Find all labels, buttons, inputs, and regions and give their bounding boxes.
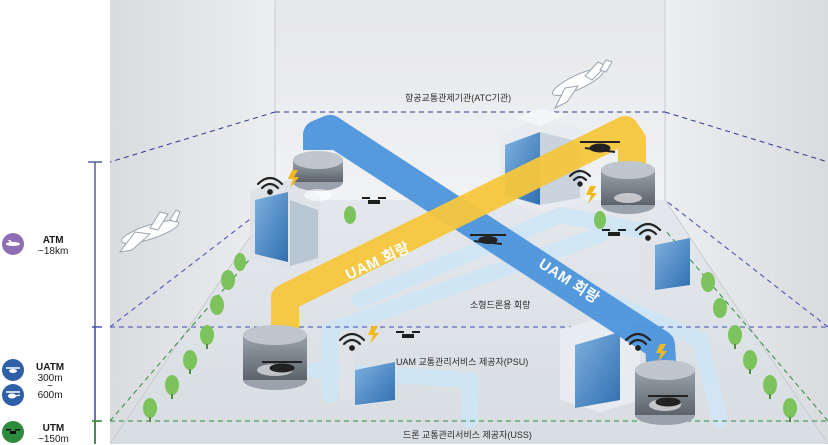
wifi-icon — [634, 222, 662, 241]
uatm-legend: UATM 300m ~ 600m — [36, 362, 64, 401]
tree — [183, 350, 197, 370]
vertiport — [243, 325, 307, 390]
tree — [743, 350, 757, 370]
drone-icon — [362, 197, 626, 338]
tree — [143, 398, 157, 418]
vertiport — [293, 151, 343, 201]
uatm-legend-icon — [2, 359, 24, 381]
evtol-icon — [6, 367, 20, 373]
vertiport — [601, 161, 655, 214]
tree — [200, 325, 214, 345]
uss-label: 드론 교통관리서비스 제공자(USS) — [403, 430, 532, 440]
utm-legend: UTM ~150m — [38, 423, 69, 445]
tree — [701, 272, 715, 292]
left-wall — [110, 0, 275, 444]
vertiport — [635, 360, 695, 425]
tree — [763, 375, 777, 395]
atm-plane — [109, 111, 828, 163]
tree — [221, 270, 235, 290]
building-right-small — [640, 238, 690, 290]
signal-bolt-icon — [288, 170, 667, 362]
uatm-plane — [109, 199, 828, 328]
legend-axis — [88, 161, 102, 444]
utm-legend-range: ~150m — [38, 434, 69, 445]
atm-legend-range: ~18km — [38, 246, 69, 257]
drone-icon — [6, 429, 20, 434]
uam-corridor-yellow — [271, 116, 646, 340]
tree — [165, 375, 179, 395]
atm-legend-icon — [2, 233, 24, 255]
uatm-legend-range-sep: ~ — [47, 381, 53, 392]
tree — [728, 325, 742, 345]
atm-legend: ATM ~18km — [38, 235, 68, 257]
utm-legend-name: UTM — [42, 423, 65, 434]
uatm-legend-range-to: 600m — [37, 390, 63, 401]
wifi-icon — [624, 332, 652, 351]
tree — [594, 211, 606, 229]
building-left — [250, 180, 320, 268]
airplane-icon — [551, 59, 613, 110]
tree — [783, 398, 797, 418]
psu-label: UAM 교통관리서비스 제공자(PSU) — [396, 357, 529, 367]
utm-legend-icon — [2, 421, 24, 443]
building-bottom-right — [560, 318, 640, 412]
room-edge — [109, 199, 276, 444]
uatm-legend-name: UATM — [36, 362, 65, 373]
drone-corridor-label: 소형드론용 회랑 — [470, 300, 531, 310]
uatm-legend-icon-2 — [2, 384, 24, 406]
tree — [713, 298, 727, 318]
trees — [143, 206, 797, 422]
evtol-icon — [262, 141, 688, 407]
utm-plane — [109, 229, 828, 422]
room-edge — [664, 199, 828, 444]
wifi-icon — [568, 169, 592, 187]
atm-legend-name: ATM — [42, 235, 64, 246]
airplane-icon — [6, 240, 20, 246]
airplane-icon — [118, 209, 181, 253]
wifi-icon — [256, 176, 284, 195]
tree — [234, 253, 246, 271]
atc-label: 항공교통관제기관(ATC기관) — [405, 93, 512, 103]
uatm-legend-range-from: 300m — [37, 373, 63, 384]
right-wall — [665, 0, 828, 444]
helicopter-icon — [6, 391, 21, 399]
tree — [344, 206, 356, 224]
tree — [210, 295, 224, 315]
wifi-icon — [338, 332, 366, 351]
